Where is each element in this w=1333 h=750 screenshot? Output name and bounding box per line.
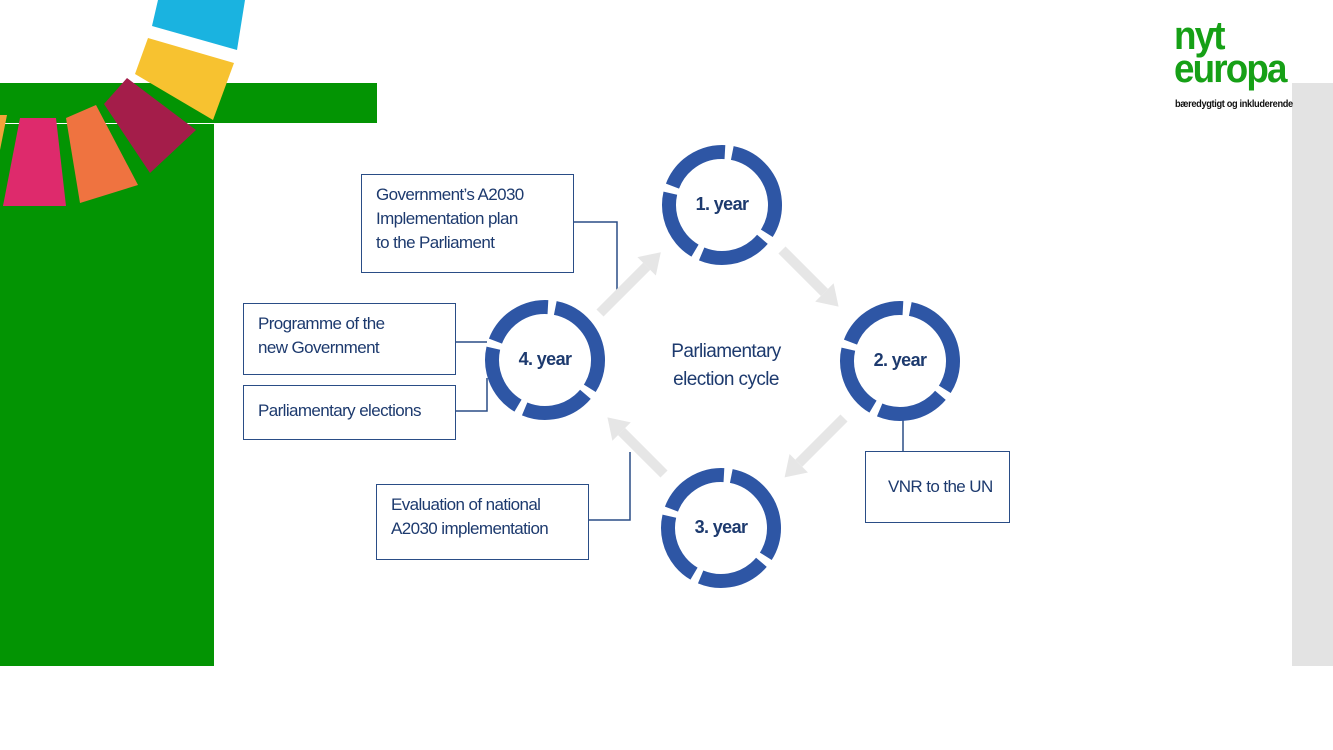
arrow-2-to-3 [784,414,848,478]
box-line: new Government [258,338,380,357]
connector-evaluation [588,452,631,521]
logo-tagline: bæredygtigt og inkluderende [1175,98,1293,110]
sdg-segment-blue [152,0,245,50]
box-line: Programme of the [258,314,385,333]
year-3-label: 3. year [694,517,748,537]
box-line: to the Parliament [376,233,495,252]
center-label: Parliamentary election cycle [640,338,812,394]
sdg-segment-maroon [104,78,196,173]
ring-year-1 [662,145,782,265]
ring-year-3 [661,468,781,588]
left-green-panel [0,124,214,666]
sdg-wheel-icon [0,0,245,206]
box-government-plan: Government’s A2030 Implementation plan t… [361,174,574,273]
connector-government-plan [573,221,618,290]
arrow-4-to-1 [596,252,661,317]
box-line: VNR to the UN [888,477,993,496]
center-label-line-2: election cycle [673,369,779,390]
arrow-1-to-2 [778,246,839,307]
connector-elections [455,378,488,412]
arrow-3-to-4 [607,417,668,478]
sdg-segment-pink [3,118,66,206]
nyt-europa-logo: nyt europa bæredygtigt og inkluderende [1165,14,1295,116]
year-4-label: 4. year [518,349,572,369]
sdg-segment-yellow [135,38,234,120]
box-line: Government’s A2030 [376,185,524,204]
year-1-label: 1. year [695,194,749,214]
center-label-line-1: Parliamentary [671,341,781,362]
box-line: Implementation plan [376,209,518,228]
box-vnr: VNR to the UN [865,451,1010,523]
ring-year-2 [840,301,960,421]
sdg-segment-gold [0,115,7,150]
logo-line-1: nyt [1174,14,1226,58]
box-elections: Parliamentary elections [243,385,456,440]
sdg-segment-orange [66,105,138,203]
logo-line-2: europa [1174,47,1287,91]
box-line: A2030 implementation [391,519,549,538]
box-line: Evaluation of national [391,495,541,514]
box-evaluation: Evaluation of national A2030 implementat… [376,484,589,560]
box-line: Parliamentary elections [258,401,422,420]
box-programme: Programme of the new Government [243,303,456,375]
ring-year-4 [485,300,605,420]
right-gray-strip [1292,83,1333,666]
year-2-label: 2. year [873,350,927,370]
